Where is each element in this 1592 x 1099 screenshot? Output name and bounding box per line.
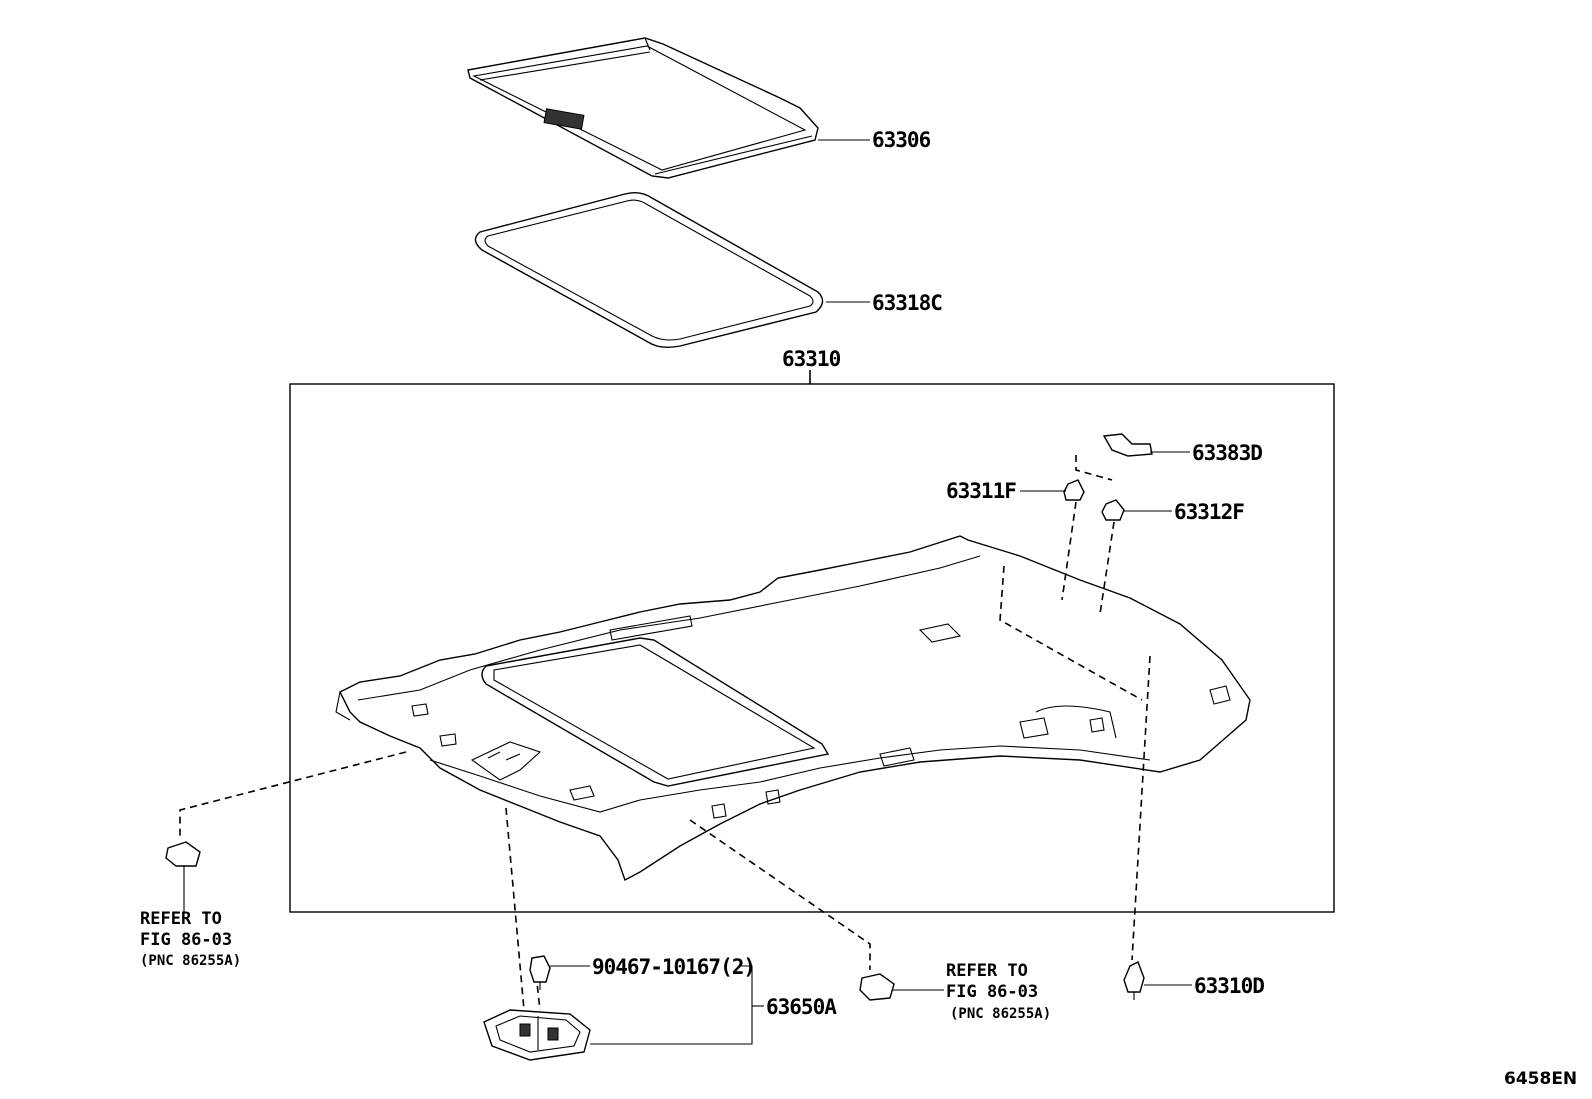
ref-center-line1[interactable]: REFER TO	[946, 961, 1028, 981]
ref-left-line2[interactable]: FIG 86-03	[140, 930, 232, 950]
ref-left-line3[interactable]: (PNC 86255A)	[140, 953, 241, 969]
clip-left-ref	[165, 841, 201, 912]
part-number-63383D[interactable]: 63383D	[1192, 441, 1263, 465]
clip-63312F	[1101, 499, 1125, 521]
screw-90467	[529, 955, 551, 990]
dashed-line-left-ref	[179, 751, 407, 840]
dashed-line-lamp-1	[505, 807, 525, 1011]
part-number-63310[interactable]: 63310	[782, 347, 842, 371]
dashed-line-63311F	[1061, 501, 1077, 601]
dashed-line-63310D	[1131, 655, 1151, 961]
clip-63310D	[1123, 961, 1145, 1000]
dashed-line-center-ref	[689, 819, 871, 970]
clip-center-ref	[859, 973, 895, 1001]
ref-center-line2[interactable]: FIG 86-03	[946, 982, 1038, 1002]
part-number-63311F[interactable]: 63311F	[946, 479, 1017, 503]
part-number-63312F[interactable]: 63312F	[1174, 500, 1245, 524]
part-number-63318C[interactable]: 63318C	[872, 291, 943, 315]
headlining-drawing	[335, 535, 1251, 882]
bracket-leader-63650A	[590, 965, 753, 1045]
ref-center-line3[interactable]: (PNC 86255A)	[950, 1006, 1051, 1022]
part-number-63650A[interactable]: 63650A	[766, 995, 838, 1019]
part-number-90467-10167[interactable]: 90467-10167(2)	[592, 955, 756, 979]
part-number-63306[interactable]: 63306	[872, 128, 932, 152]
diagram-code: 6458EN	[1504, 1069, 1577, 1089]
map-lamp-63650A	[483, 1009, 591, 1061]
clip-63311F	[1063, 479, 1085, 501]
bracket-63383D	[1102, 433, 1153, 457]
dashed-line-63383D	[1075, 455, 1113, 481]
dashed-area-outline	[999, 565, 1143, 701]
ref-left-line1[interactable]: REFER TO	[140, 909, 222, 929]
weatherstrip-drawing	[474, 191, 824, 349]
sunshade-drawing	[467, 37, 819, 179]
dashed-line-63312F	[1099, 521, 1115, 615]
part-number-63310D[interactable]: 63310D	[1194, 974, 1265, 998]
assembly-frame-63310	[289, 383, 1335, 913]
